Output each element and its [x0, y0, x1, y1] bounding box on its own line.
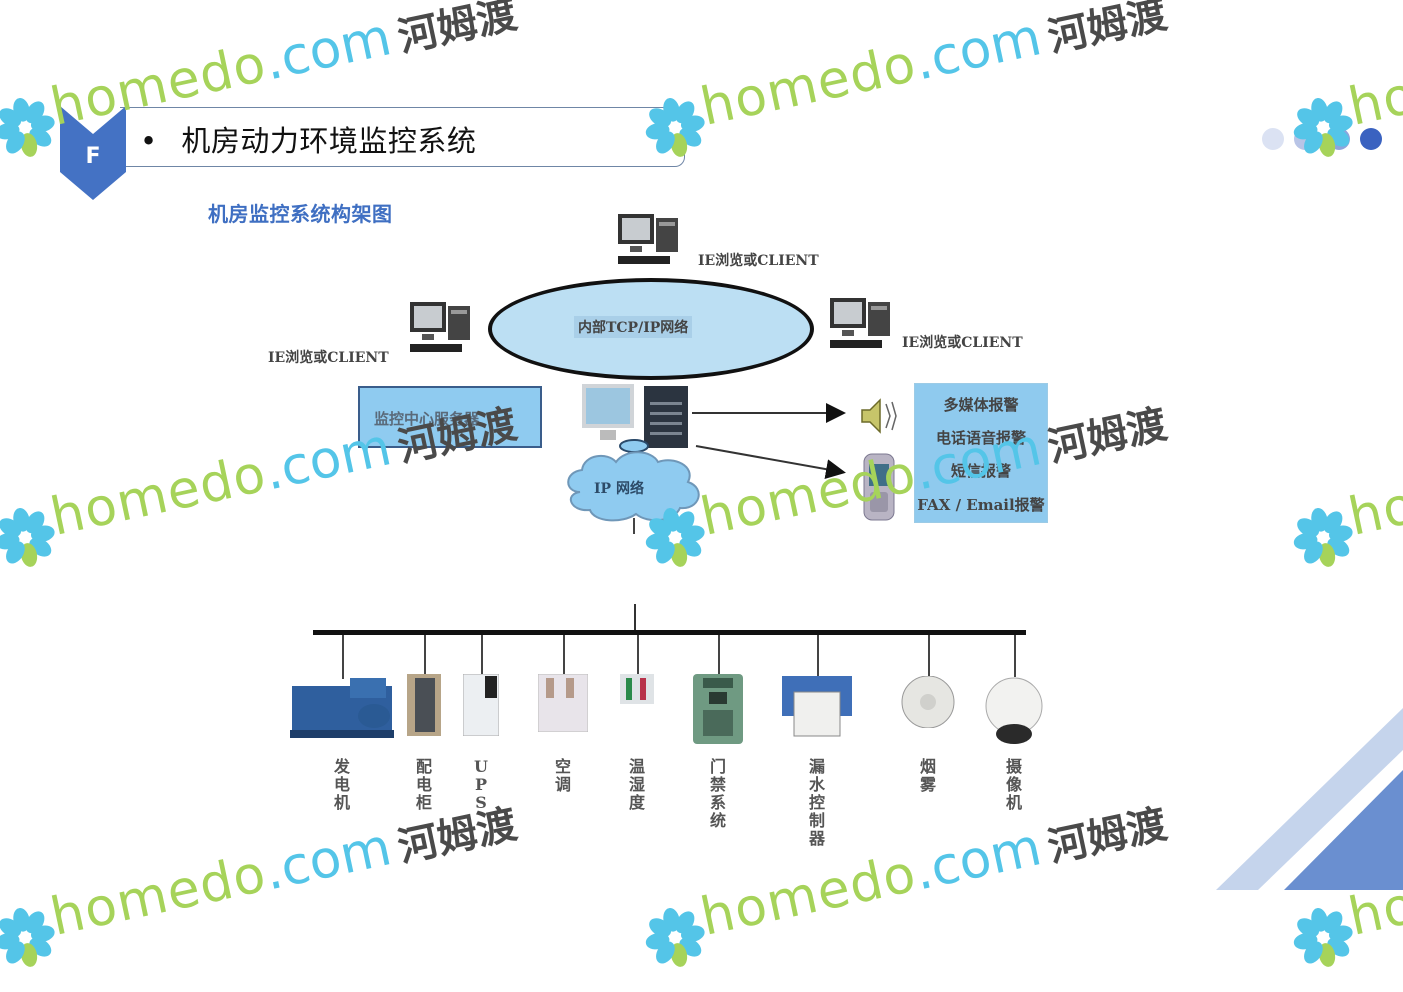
bullet: • — [140, 124, 158, 158]
watermark-homedo: homedo — [695, 843, 922, 948]
tcp-ip-network-label: 内部TCP/IP网络 — [574, 316, 693, 338]
generator-icon — [290, 678, 394, 738]
alarm-fax-email: FAX / Email报警 — [917, 496, 1045, 514]
device-drop-line — [563, 635, 565, 675]
device-label: 空调 — [554, 757, 571, 794]
device-label: 摄像机 — [1005, 757, 1022, 812]
device-drop-line — [342, 635, 344, 679]
device-label: 发电机 — [333, 757, 350, 812]
watermark-homedo: homedo — [1343, 443, 1403, 548]
watermark-homedo: homedo — [45, 843, 272, 948]
leak-detector-icon — [782, 676, 852, 737]
watermark-domain: .com — [909, 817, 1047, 903]
client-computer-icon — [410, 302, 470, 352]
alarm-phone-voice: 电话语音报警 — [935, 429, 1026, 447]
air-conditioner-icon — [538, 674, 588, 732]
watermark-domain: .com — [259, 817, 397, 903]
device-label: 门禁系统 — [709, 757, 726, 830]
corner-triangle-dark — [1284, 770, 1403, 890]
dot-1 — [1262, 128, 1284, 150]
device-drop-line — [424, 635, 426, 675]
access-control-icon — [693, 674, 743, 744]
flower-logo-icon — [0, 907, 55, 967]
homedo-watermark: homedo.com河姆渡 — [1285, 391, 1403, 573]
diagram-subtitle: 机房监控系统构架图 — [208, 202, 393, 226]
client-label-left: IE浏览或CLIENT — [268, 350, 389, 366]
smoke-detector-icon — [901, 676, 955, 728]
flower-logo-icon — [1293, 907, 1353, 967]
dot-4 — [1360, 128, 1382, 150]
alarm-arrows — [692, 403, 846, 480]
watermark-homedo: homedo — [1343, 33, 1403, 138]
slide-title-text: 机房动力环境监控系统 — [181, 124, 477, 158]
client-label-top: IE浏览或CLIENT — [698, 253, 819, 269]
client-label-right: IE浏览或CLIENT — [902, 335, 1023, 351]
alarm-sms: 短信报警 — [950, 462, 1011, 480]
camera-icon — [985, 677, 1043, 744]
watermark-cn: 河姆渡 — [394, 0, 521, 62]
device-drop-line — [1014, 635, 1016, 677]
monitoring-server-label: 监控中心服务器 — [374, 410, 480, 428]
flower-logo-icon — [0, 97, 55, 157]
ip-network-label: IP 网络 — [594, 481, 644, 497]
watermark-cn: 河姆渡 — [1044, 801, 1171, 872]
device-label: UPS — [474, 757, 488, 812]
device-label: 温湿度 — [628, 757, 645, 812]
watermark-cn: 河姆渡 — [1044, 0, 1171, 62]
device-label: 烟雾 — [919, 757, 936, 794]
bus-riser-line — [634, 604, 636, 632]
distribution-cabinet-icon — [407, 674, 441, 736]
homedo-watermark: homedo.com河姆渡 — [637, 0, 1174, 162]
device-drop-line — [817, 635, 819, 677]
corner-decoration — [1216, 708, 1403, 890]
badge-letter: F — [85, 144, 100, 169]
device-drop-line — [928, 635, 930, 677]
mobile-phone-icon — [863, 453, 895, 521]
device-label: 配电柜 — [415, 757, 432, 812]
client-computer-icon — [618, 214, 678, 264]
speaker-icon — [861, 398, 897, 434]
dot-3 — [1328, 128, 1350, 150]
watermark-homedo: homedo — [45, 443, 272, 548]
section-badge: F — [60, 106, 126, 200]
watermark-domain: .com — [909, 7, 1047, 93]
ip-network-cloud — [567, 439, 700, 534]
watermark-domain: .com — [259, 7, 397, 93]
corner-stripe-light — [1216, 708, 1403, 890]
alarm-multimedia: 多媒体报警 — [943, 396, 1019, 414]
dot-2 — [1294, 128, 1316, 150]
watermark-cn: 河姆渡 — [1044, 401, 1171, 472]
flower-logo-icon — [645, 907, 705, 967]
slide-title: • 机房动力环境监控系统 — [140, 118, 476, 160]
device-bus-line — [313, 630, 1026, 635]
alarm-methods-box: 多媒体报警 电话语音报警 短信报警 FAX / Email报警 — [914, 383, 1048, 523]
flower-logo-icon — [1293, 97, 1353, 157]
thermometer-icon — [620, 674, 654, 704]
device-drop-line — [637, 635, 639, 675]
flower-logo-icon — [0, 507, 55, 567]
ups-icon — [463, 674, 499, 736]
server-computer-icon — [582, 384, 688, 448]
homedo-watermark: homedo.com河姆渡 — [0, 791, 524, 973]
client-computer-icon — [830, 298, 890, 348]
flower-logo-icon — [1293, 507, 1353, 567]
arrow-to-phone — [695, 445, 846, 480]
device-label: 漏水控制器 — [808, 757, 825, 848]
device-drop-line — [718, 635, 720, 675]
monitoring-server-box — [358, 386, 542, 448]
watermark-homedo: homedo — [695, 33, 922, 138]
device-drop-line — [481, 635, 483, 675]
